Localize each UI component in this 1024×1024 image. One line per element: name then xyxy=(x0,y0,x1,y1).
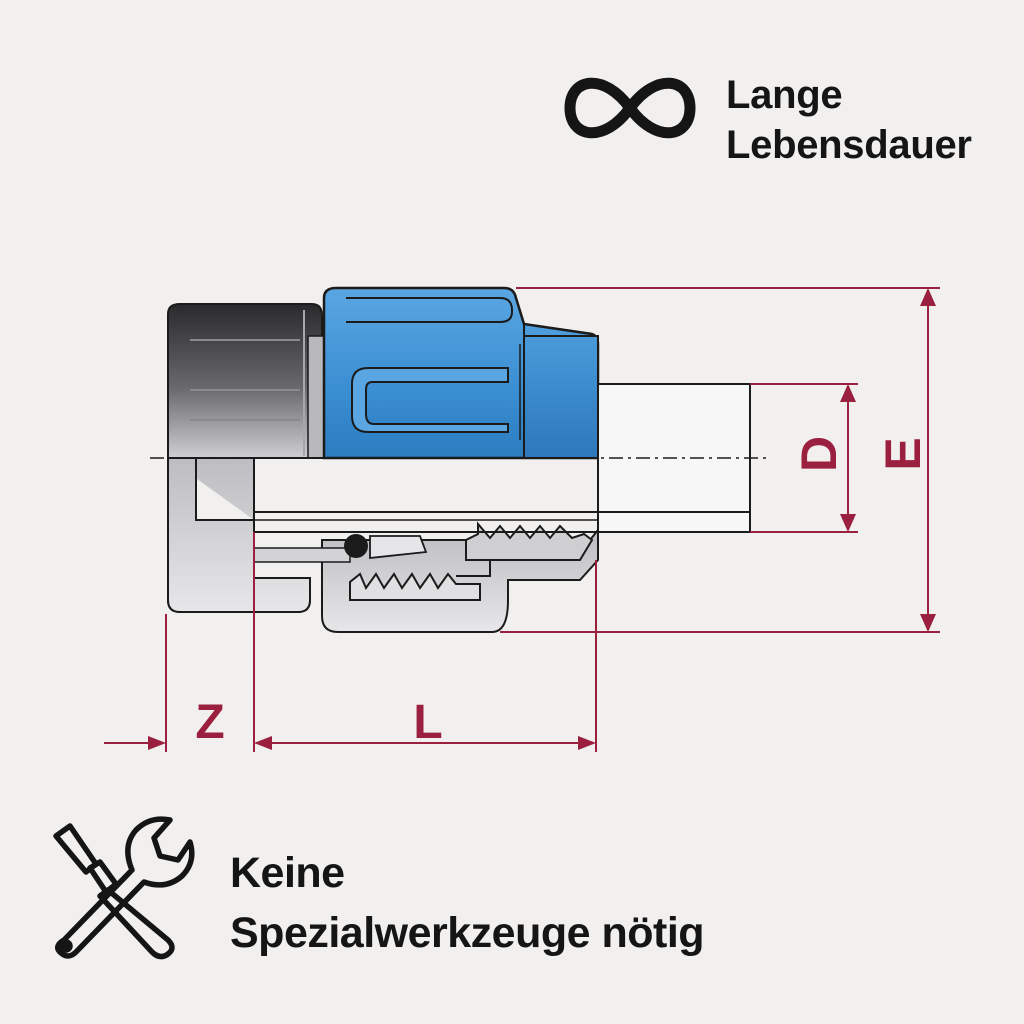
thread-teeth xyxy=(349,572,481,601)
feature-bottom-line1: Keine xyxy=(230,849,345,897)
dimension-label-l: L xyxy=(413,696,442,749)
clamp-ring-teeth xyxy=(465,521,594,561)
wrench-screwdriver-icon xyxy=(53,816,195,960)
dimension-label-d: D xyxy=(791,436,847,472)
dimension-label-z: Z xyxy=(195,696,224,749)
infinity-icon xyxy=(564,77,696,139)
pipe xyxy=(254,457,599,533)
dimension-lines xyxy=(104,287,940,752)
feature-no-special-tools: Keine Spezialwerkzeuge nötig xyxy=(230,843,705,963)
o-ring xyxy=(344,534,368,558)
feature-long-lifetime: Lange Lebensdauer xyxy=(726,70,972,170)
dark-body-exterior xyxy=(167,303,323,459)
feature-bottom-line2: Spezialwerkzeuge nötig xyxy=(230,909,705,957)
feature-top-line2: Lebensdauer xyxy=(726,123,972,167)
feature-top-line1: Lange xyxy=(726,73,843,117)
fitting-assembly xyxy=(150,286,770,633)
dimension-label-e: E xyxy=(875,437,931,470)
